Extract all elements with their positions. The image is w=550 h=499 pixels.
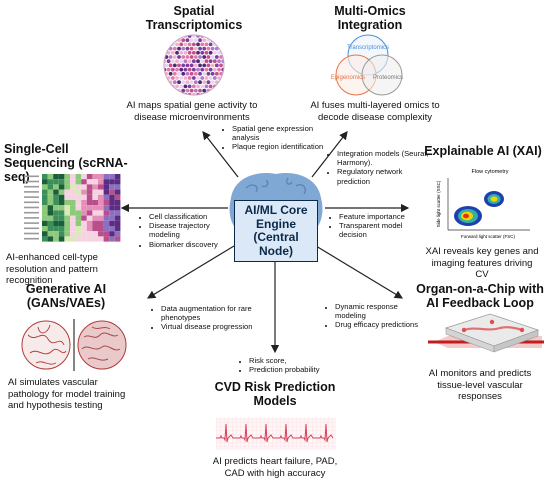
bullet-item: Risk score, [249,356,349,365]
multiomics-title: Multi-Omics Integration [334,4,406,32]
xai-bullets: Feature importance Transparent model dec… [330,212,431,240]
xai-title: Explainable AI (XAI) [424,144,542,158]
core-engine-label: AI/ML Core Engine (Central Node) [234,200,318,262]
venn-label-epigenomics: Epigenomics [331,75,365,81]
flow-cytometry-plot-icon: Flow cytometry Forward light scatter (FS… [436,169,530,239]
scrna-bullets: Cell classification Disease trajectory m… [140,212,239,249]
venn-label-proteomics: Proteomics [373,75,403,81]
xai-desc: XAI reveals key genes and imaging featur… [425,246,539,280]
bullet-item: Data augmentation for rare phenotypes [161,304,259,322]
spatial-desc: AI maps spatial gene activity to disease… [126,100,258,123]
organ-chip-icon [428,313,544,353]
bullet-item: Biomarker discovery [149,240,239,249]
bullet-item: Drug efficacy predictions [335,320,427,329]
arrow-to-genai [146,245,235,299]
flow-plot-title: Flow cytometry [472,169,509,175]
scrna-desc: AI-enhanced cell-type resolution and pat… [6,252,98,286]
ooc-desc: AI monitors and predicts tissue-level va… [428,368,532,402]
arrow-to-multiomics [311,131,348,178]
arrow-to-spatial [202,131,239,178]
multiomics-bullets: Integration models (Seurat, Harmony). Re… [328,149,437,186]
bullet-item: Integration models (Seurat, Harmony). [337,149,437,167]
spatial-transcriptomics-tissue-icon [163,34,225,96]
cvd-bullets: Risk score, Prediction probability [240,356,349,374]
spatial-title: Spatial Transcriptomics [145,4,243,32]
flow-plot-ylabel: Side light scatter (SSC) [436,180,441,227]
bullet-item: Disease trajectory modeling [149,221,239,239]
multiomics-desc: AI fuses multi-layered omics to decode d… [310,100,440,123]
bullet-item: Spatial gene expression analysis [232,124,327,142]
bullet-item: Regulatory network prediction [337,167,437,185]
genai-bullets: Data augmentation for rare phenotypes Vi… [152,304,259,332]
cvd-desc: AI predicts heart failure, PAD, CAD with… [212,456,338,479]
genai-desc: AI simulates vascular pathology for mode… [8,377,126,411]
bullet-item: Transparent model decision [339,221,431,239]
cvd-title: CVD Risk Prediction Models [214,380,336,408]
ooc-title: Organ-on-a-Chip with AI Feedback Loop [416,282,544,310]
genai-title: Generative AI (GANs/VAEs) [25,282,107,310]
spatial-bullets: Spatial gene expression analysis Plaque … [223,124,327,152]
bullet-item: Prediction probability [249,365,349,374]
ecg-trace-icon [216,418,336,450]
bullet-item: Dynamic response modeling [335,302,427,320]
bullet-item: Feature importance [339,212,431,221]
vascular-tissue-icon [21,319,127,371]
ooc-bullets: Dynamic response modeling Drug efficacy … [326,302,427,330]
bullet-item: Cell classification [149,212,239,221]
bullet-item: Virtual disease progression [161,322,259,331]
arrow-to-ooc [315,245,404,299]
flow-plot-xlabel: Forward light scatter (FSC) [461,234,516,239]
heatmap-icon [24,174,121,242]
bullet-item: Plaque region identification [232,142,327,151]
venn-diagram-icon: Transcriptomics Epigenomics Proteomics [331,34,403,96]
venn-label-transcriptomics: Transcriptomics [347,45,389,51]
central-node: AI/ML Core Engine (Central Node) [226,168,326,264]
scrna-title: Single-Cell Sequencing (scRNA-seq) [4,142,128,184]
